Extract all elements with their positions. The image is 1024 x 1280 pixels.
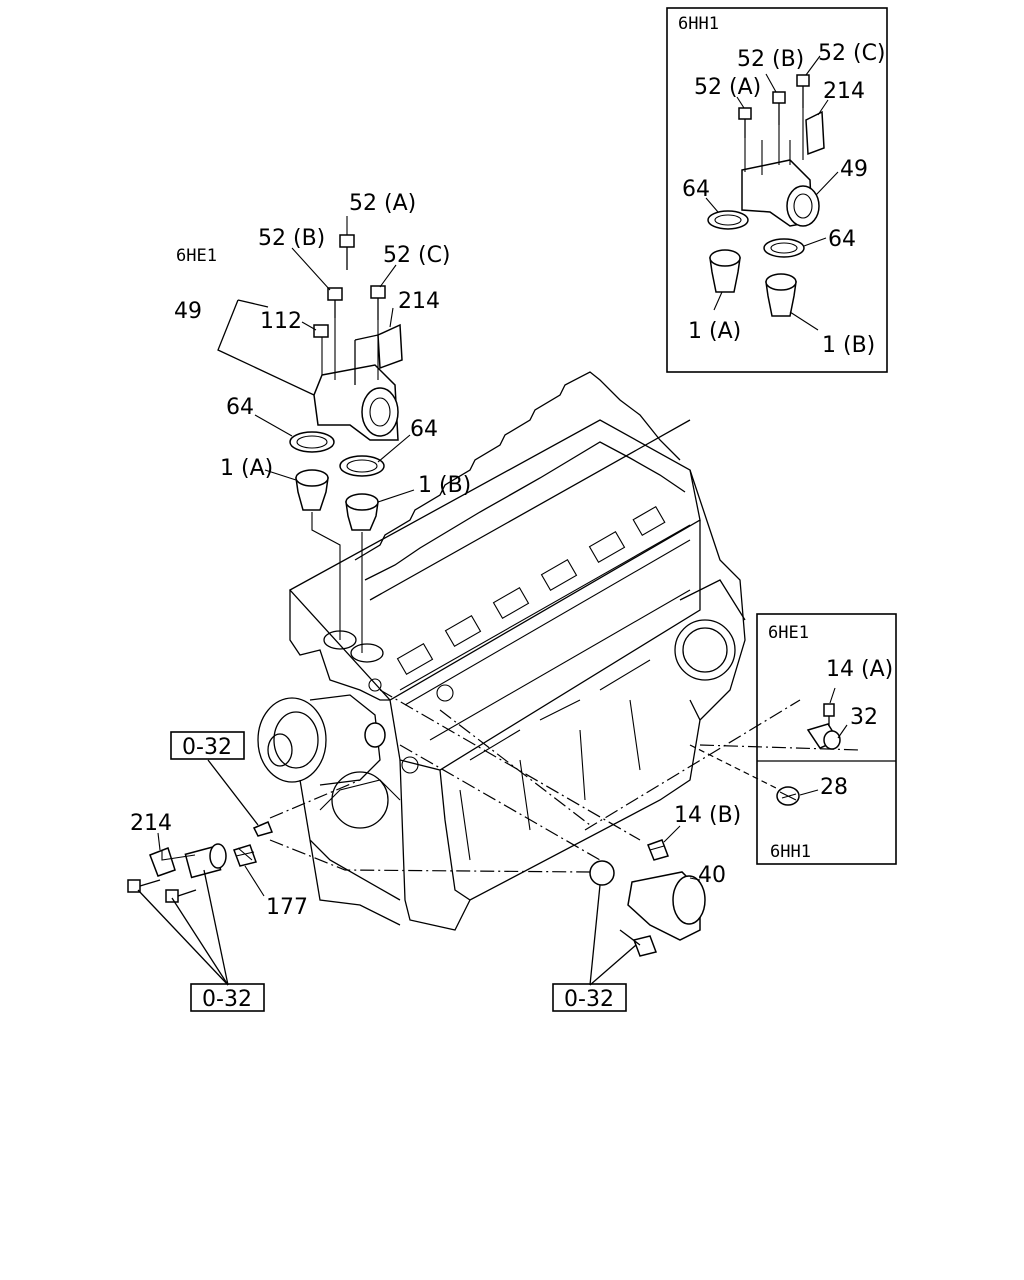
- plug-14b: [647, 839, 669, 861]
- label-64-inset-b: 64: [828, 227, 856, 252]
- label-52b-inset: 52 (B): [737, 47, 804, 72]
- ref-box-1: 0-32: [170, 731, 245, 760]
- label-inset-6hh1-bottom: 6HH1: [770, 842, 811, 862]
- inset-6he1-6hh1: [756, 613, 897, 865]
- ref-box-3: 0-32: [552, 983, 627, 1012]
- label-64-inset-a: 64: [682, 177, 710, 202]
- inset-6hh1: [666, 7, 888, 373]
- label-214-main: 214: [398, 289, 440, 314]
- label-52c-main: 52 (C): [383, 243, 451, 268]
- ref-box-2: 0-32: [190, 983, 265, 1012]
- label-64-left: 64: [226, 395, 254, 420]
- label-28: 28: [820, 775, 848, 800]
- label-1b-main: 1 (B): [418, 473, 471, 498]
- label-112: 112: [260, 309, 302, 334]
- label-32: 32: [850, 705, 878, 730]
- label-40: 40: [698, 863, 726, 888]
- label-1a-main: 1 (A): [220, 456, 273, 481]
- label-214-left: 214: [130, 811, 172, 836]
- label-1a-inset: 1 (A): [688, 319, 741, 344]
- label-214-inset: 214: [823, 79, 865, 104]
- label-64-right: 64: [410, 417, 438, 442]
- ref-3-text: 0-32: [564, 987, 614, 1012]
- left-front-parts: [127, 821, 274, 903]
- label-6he1-main: 6HE1: [176, 246, 217, 266]
- label-14b: 14 (B): [674, 803, 741, 828]
- engine-block: [257, 371, 746, 931]
- label-49-inset: 49: [840, 157, 868, 182]
- ref-1-text: 0-32: [182, 735, 232, 760]
- leader-lines: [137, 55, 861, 986]
- label-14a: 14 (A): [826, 657, 893, 682]
- thermostat-assembly-main: [217, 234, 403, 653]
- label-52c-inset: 52 (C): [818, 41, 886, 66]
- water-outlet-assembly: [589, 860, 706, 957]
- label-52b-main: 52 (B): [258, 226, 325, 251]
- label-1b-inset: 1 (B): [822, 333, 875, 358]
- label-inset-6hh1: 6HH1: [678, 14, 719, 34]
- part-labels: 52 (A) 52 (B) 52 (C) 6HE1 49 112 214 64 …: [130, 14, 893, 920]
- label-177: 177: [266, 895, 308, 920]
- label-52a-main: 52 (A): [349, 191, 416, 216]
- ref-2-text: 0-32: [202, 987, 252, 1012]
- label-52a-inset: 52 (A): [694, 75, 761, 100]
- label-inset-6he1: 6HE1: [768, 623, 809, 643]
- label-49-main: 49: [174, 299, 202, 324]
